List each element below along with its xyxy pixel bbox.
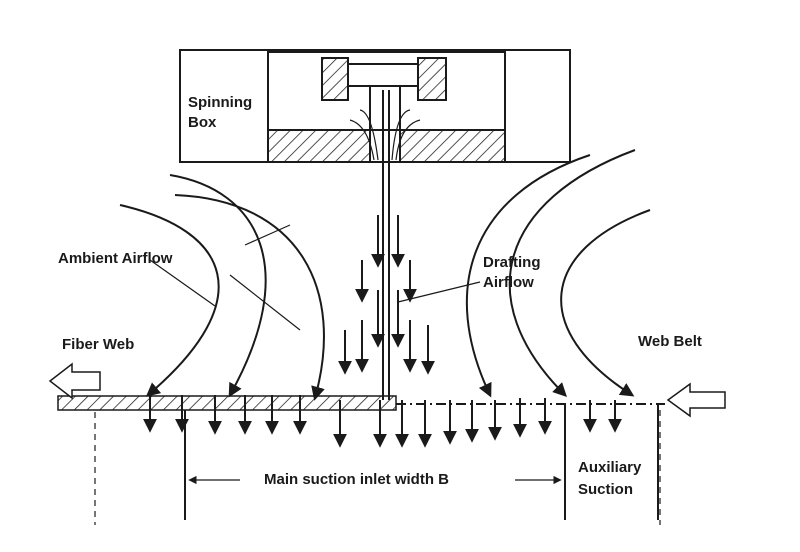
web-belt-direction-arrow (666, 382, 726, 418)
fiber-stream (382, 90, 390, 400)
auxiliary-suction-label-line1: Auxiliary (578, 459, 642, 476)
main-suction-label: Main suction inlet width B (264, 471, 449, 488)
drafting-airflow-label-line2: Airflow (483, 274, 534, 291)
fiber-web-layer (57, 395, 397, 411)
ambient-leader-2 (244, 224, 291, 246)
web-belt-label: Web Belt (638, 333, 702, 350)
suction-arrows (143, 215, 622, 448)
ambient-airflow-label: Ambient Airflow (58, 250, 173, 267)
auxiliary-suction-label-line2: Suction (578, 481, 633, 498)
fiber-web-direction-arrow (48, 362, 101, 400)
fiber-web-label: Fiber Web (62, 336, 135, 353)
spinning-box (179, 49, 571, 163)
suction-ducts (94, 404, 661, 525)
ambient-airflow-curves (119, 174, 325, 401)
direction-arrows (48, 362, 726, 418)
ambient-leader-1 (149, 259, 216, 307)
ambient-leader-3 (229, 274, 301, 331)
drafting-airflow-curves (397, 149, 651, 398)
spinning-box-label-line2: Box (188, 114, 217, 131)
spinning-box-label-line1: Spinning (188, 94, 253, 111)
drafting-airflow-label-line1: Drafting (483, 254, 541, 271)
